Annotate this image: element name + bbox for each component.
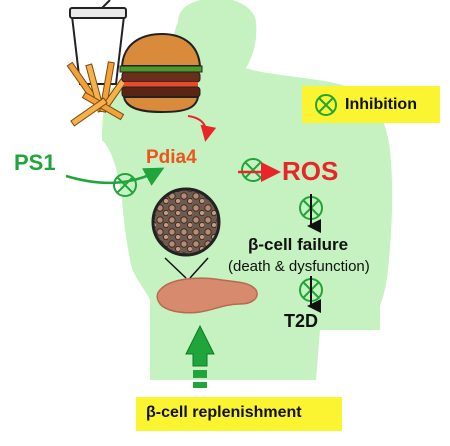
legend-inhibition-label: Inhibition	[345, 96, 417, 113]
burger-icon	[119, 32, 203, 114]
legend-inhibition-icon	[315, 94, 337, 116]
zoom-line-left	[164, 257, 187, 279]
replenishment-label: β-cell replenishment	[146, 404, 302, 421]
fries-icon	[66, 61, 133, 127]
beta-cell-failure-label: β-cell failure	[248, 235, 349, 254]
pancreas-icon	[156, 277, 258, 314]
ros-label: ROS	[282, 156, 339, 186]
food-to-pdia4-arrow	[187, 115, 217, 142]
replenishment-box	[136, 397, 342, 431]
failure-detail-label: (death & dysfunction)	[228, 258, 370, 275]
zoom-line-right	[189, 257, 209, 279]
inhibition-icon	[113, 173, 137, 197]
t2d-label: T2D	[284, 311, 319, 331]
islet-icon	[151, 187, 221, 257]
up-arrow-icon	[185, 324, 215, 388]
pdia4-label: Pdia4	[146, 147, 197, 168]
ps1-label: PS1	[14, 150, 56, 175]
